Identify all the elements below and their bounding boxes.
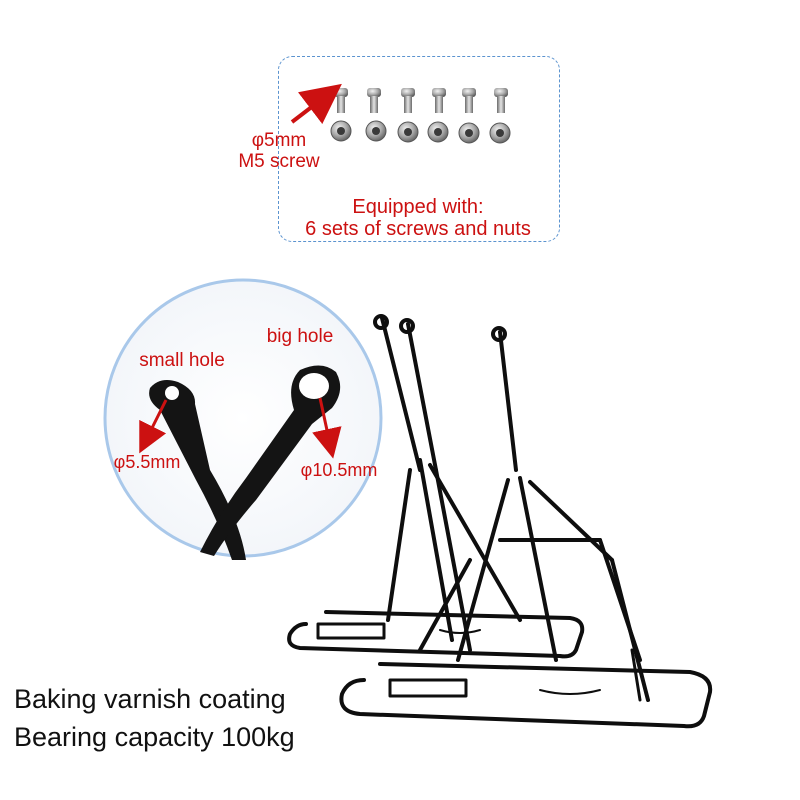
big-hole-icon [299,373,329,399]
nut-3-icon [397,121,419,143]
small-hole-arrow [139,399,168,454]
big-hole-arrow [312,397,342,459]
big-hole-dimension: φ10.5mm [300,460,378,480]
screw-set [334,88,508,113]
screw-dimension-text: φ5mm [251,130,307,151]
equipped-line-2: 6 sets of screws and nuts [305,218,531,241]
nut-5-icon [458,122,480,144]
screw-3-icon [401,88,415,113]
nut-set [330,120,511,144]
screw-6-icon [494,88,508,113]
screw-4-icon [432,88,446,113]
equipped-line-1: Equipped with: [352,196,484,218]
capacity-caption: Bearing capacity 100kg [14,722,295,752]
nut-6-icon [489,122,511,144]
screw-pointer-arrow [290,83,342,125]
screw-2-icon [367,88,381,113]
nut-1-icon [330,120,352,142]
bike-rack-front [339,326,713,729]
screw-1-icon [334,88,348,113]
small-hole-dimension: φ5.5mm [113,452,181,472]
screw-5-icon [462,88,476,113]
hole-detail-zoom [103,278,383,560]
screw-spec-label: φ5mm M5 screw [214,130,344,173]
bike-rack-rear [287,314,585,659]
nut-2-icon [365,120,387,142]
plate-holes [330,629,455,691]
small-hole-icon [165,386,179,400]
small-hole-label: small hole [139,350,225,371]
screw-type-text: M5 screw [238,151,320,173]
equipped-label: Equipped with: 6 sets of screws and nuts [284,196,552,241]
big-hole-strut [200,365,341,556]
hardware-panel [278,56,560,242]
nut-4-icon [427,121,449,143]
big-hole-label: big hole [266,326,334,347]
coating-caption: Baking varnish coating [14,684,286,714]
